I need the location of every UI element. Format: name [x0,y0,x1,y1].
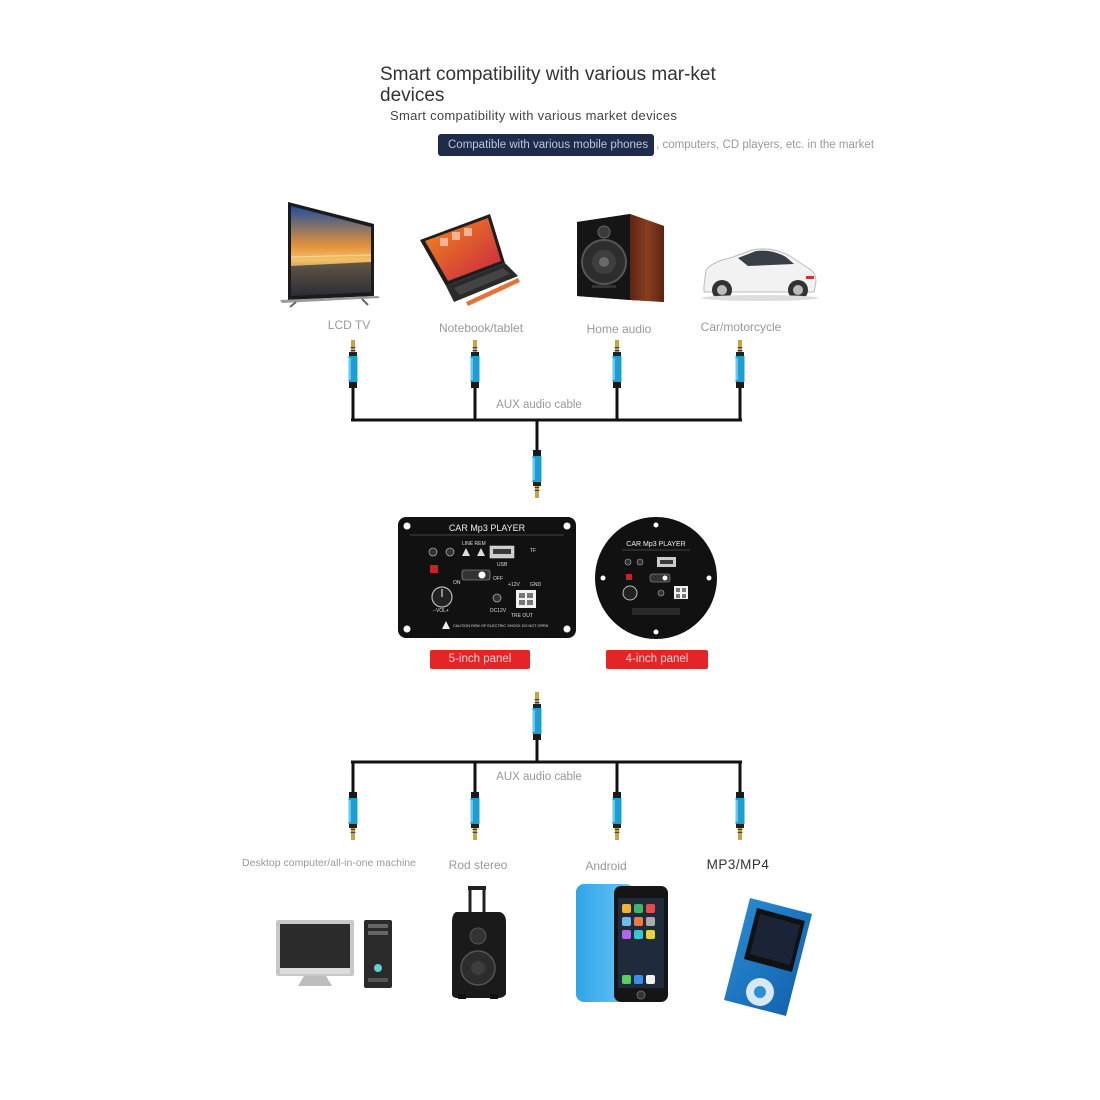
trolley-speaker-icon [452,886,506,999]
aux-plug-desktop [348,792,358,840]
device-label-car: Car/motorcycle [700,320,782,334]
desktop-computer-icon [276,920,392,988]
aux-plug-lcd-tv [348,340,358,388]
page-title: Smart compatibility with various mar-ket… [380,64,716,106]
car-icon [702,248,818,301]
dc-jack [492,593,502,603]
laptop-icon [420,214,520,306]
mp3-player-icon [724,898,812,1016]
speaker-icon [577,214,664,302]
off-label: OFF [493,576,503,582]
usb-label: USB [497,562,508,568]
caution-label: CAUTION RISK OF ELECTRIC SHOCK DO NOT OP… [453,624,549,628]
aux-plug-android [612,792,622,840]
aux-plug-rod-stereo [470,792,480,840]
smartphone-icon [576,884,668,1002]
compat-rest: , computers, CD players, etc. in the mar… [656,139,875,151]
five-inch-panel: CAR Mp3 PLAYER LINE REM USB TF ON OFF +1… [398,517,576,638]
aux-plug-panel-bottom [532,692,542,740]
five-inch-badge: 5-inch panel [430,650,530,669]
compat-banner: Compatible with various mobile phones, c… [438,134,874,156]
mic-jack [428,547,438,557]
lcd-tv-icon [280,202,380,308]
device-label-desktop: Desktop computer/all-in-one machine [242,857,416,869]
device-label-notebook: Notebook/tablet [438,321,524,335]
tf-label: TF [530,548,536,554]
five-inch-panel-title: CAR Mp3 PLAYER [449,523,526,533]
gnd-label: GND [530,582,542,588]
four-inch-badge: 4-inch panel [606,650,708,669]
cable-label-bottom: AUX audio cable [496,771,582,783]
aux-plug-panel-top [532,450,542,498]
ir-led [430,565,438,573]
four-inch-panel: CAR Mp3 PLAYER [595,517,717,639]
power-connector [516,590,536,608]
tre-out-label: TRE OUT [511,613,533,619]
device-label-home-audio: Home audio [586,322,652,336]
bottom-cable-tree [351,740,742,792]
on-label: ON [453,580,461,586]
device-label-android: Android [585,859,627,873]
line-rem-label: LINE REM [462,541,486,547]
power-switch [461,569,491,581]
device-label-mp3: MP3/MP4 [706,857,770,872]
plus12v-label: +12V [508,582,520,588]
prev-icon [462,548,470,556]
aux-plug-car [735,340,745,388]
page-subtitle: Smart compatibility with various market … [390,108,678,123]
aux-plug-notebook [470,340,480,388]
aux-plug-home-audio [612,340,622,388]
vol-label: −VOL+ [433,608,449,614]
top-cable-tree [351,388,742,450]
aux-plug-mp3 [735,792,745,840]
dc12v-label: DC12V [490,608,507,614]
compat-highlight: Compatible with various mobile phones [438,134,655,156]
four-inch-panel-title: CAR Mp3 PLAYER [626,541,685,548]
line-jack [445,547,455,557]
cable-label-top: AUX audio cable [496,399,582,411]
device-label-lcd-tv: LCD TV [327,318,371,332]
next-icon [477,548,485,556]
device-label-rod-stereo: Rod stereo [448,858,508,872]
